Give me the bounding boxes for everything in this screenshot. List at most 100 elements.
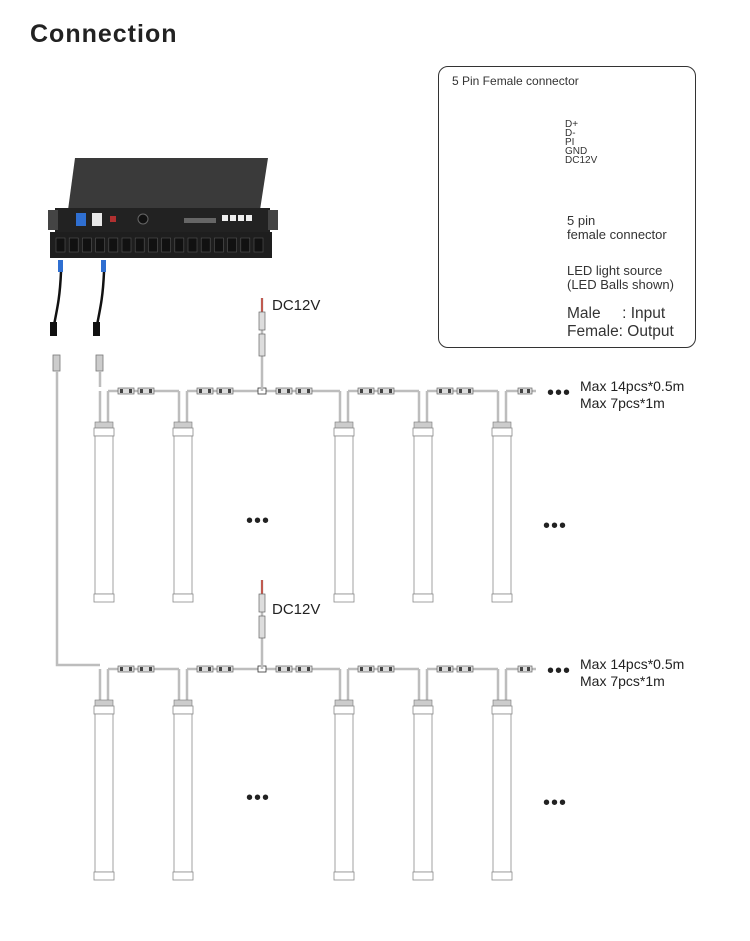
led-row-2 [93, 580, 536, 881]
cable-connector [295, 387, 313, 395]
output-port [161, 237, 171, 253]
tube-top-cap [412, 705, 434, 715]
tube-body [492, 713, 512, 873]
connector-band [360, 389, 363, 393]
connector-band [219, 389, 222, 393]
connector-band [380, 667, 383, 671]
tube-body [173, 713, 193, 873]
led-row-1 [93, 298, 536, 603]
connector-band [120, 389, 123, 393]
chain-segment [348, 665, 419, 673]
connector-band [129, 389, 132, 393]
connector-band [439, 667, 442, 671]
cable-connector [275, 665, 293, 673]
chain-segment [427, 387, 498, 395]
ellipsis-chain-row2: ••• [547, 660, 572, 682]
cable-connector [377, 665, 395, 673]
wire-label-dc12v: DC12V [565, 155, 598, 166]
power-female-connector [258, 333, 266, 357]
wire-label-pi: PI [565, 137, 575, 148]
male-input-label: Male : Input [567, 305, 666, 322]
output-port [227, 237, 237, 253]
output-port [214, 237, 224, 253]
connector-band [389, 389, 392, 393]
max-line2-row1: Max 7pcs*1m [580, 395, 665, 411]
tube-cap-connector [334, 421, 354, 429]
controller-unit [48, 158, 278, 258]
chain-segment [108, 387, 179, 395]
cable-connector [295, 665, 313, 673]
tube-body [334, 435, 354, 595]
connector-band [287, 389, 290, 393]
output-port [174, 237, 185, 253]
cable-connector [137, 665, 155, 673]
wire-label-d-plus: D+ [565, 119, 579, 130]
tube-body [173, 435, 193, 595]
connector-band [208, 667, 211, 671]
chain-segment [506, 665, 536, 673]
cable-connector [357, 387, 375, 395]
cable-connector [117, 387, 135, 395]
cable-connector [517, 665, 533, 673]
connector-band [448, 389, 451, 393]
tube-bottom-cap [93, 871, 115, 881]
led-tube [333, 669, 355, 881]
tube-top-cap [412, 427, 434, 437]
led-tube [333, 391, 355, 603]
connector-band [360, 667, 363, 671]
cable-connector [517, 387, 533, 395]
output-port [68, 237, 79, 253]
chain-segment [348, 387, 419, 395]
cable-connector [436, 665, 454, 673]
connector-callout-line2: female connector [567, 227, 667, 242]
adapter-cables [50, 260, 106, 667]
power-label-row1: DC12V [272, 297, 321, 314]
tube-cap-connector [173, 699, 193, 707]
tube-body [492, 435, 512, 595]
tube-cap-connector [413, 421, 433, 429]
cable-connector [456, 665, 474, 673]
connector-callout-line1: 5 pin [567, 213, 596, 228]
connector-band [149, 389, 152, 393]
tube-top-cap [491, 705, 513, 715]
connector-band [278, 389, 281, 393]
connector-band [228, 667, 231, 671]
tube-bottom-cap [172, 593, 194, 603]
ellipsis-middle-row2: ••• [246, 787, 271, 809]
tube-bottom-cap [412, 593, 434, 603]
female-output-label: Female: Output [567, 323, 674, 340]
connector-band [228, 389, 231, 393]
connector-band [199, 389, 202, 393]
tube-top-cap [93, 427, 115, 437]
cable-connector [377, 387, 395, 395]
connector-band [140, 667, 143, 671]
connector-band [298, 667, 301, 671]
cable-connector [275, 387, 293, 395]
tube-body [94, 713, 114, 873]
connector-band [307, 667, 310, 671]
led-tube [491, 391, 513, 603]
chain-segment [266, 665, 340, 673]
connector-band [527, 389, 530, 393]
page-title: Connection [30, 20, 178, 48]
tube-cap-connector [492, 699, 512, 707]
led-tube [93, 391, 115, 603]
tube-cap-connector [492, 421, 512, 429]
chain-segment [187, 665, 258, 673]
cable-connector [137, 387, 155, 395]
output-port [134, 237, 145, 253]
max-line1-row1: Max 14pcs*0.5m [580, 378, 685, 394]
tube-cap-connector [413, 699, 433, 707]
led-tube [412, 669, 434, 881]
power-female-connector [258, 615, 266, 639]
connector-band [208, 389, 211, 393]
cable-connector [117, 665, 135, 673]
connector-band [120, 667, 123, 671]
power-male-connector [258, 311, 266, 331]
max-line2-row2: Max 7pcs*1m [580, 673, 665, 689]
tube-cap-connector [334, 699, 354, 707]
output-port [200, 237, 211, 253]
connector-band [439, 389, 442, 393]
wire-label-gnd: GND [565, 146, 588, 157]
connector-band [459, 667, 462, 671]
